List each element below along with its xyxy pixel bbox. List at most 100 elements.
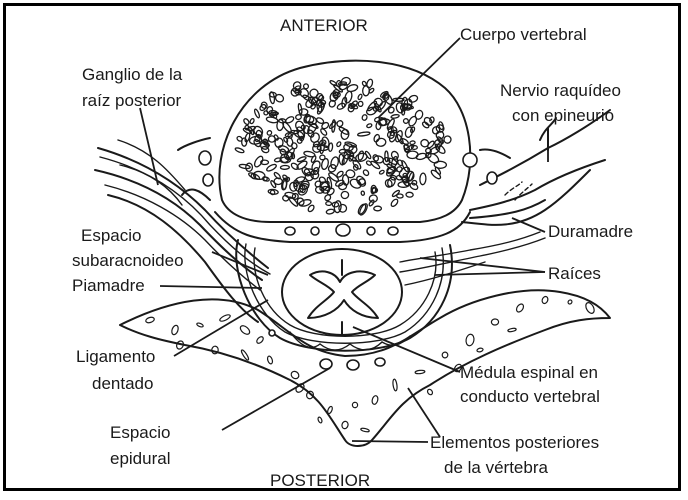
bone-pore xyxy=(374,206,382,211)
epidural-vessels-anterior xyxy=(285,224,398,236)
label-ganglio-line1: Ganglio de la xyxy=(82,65,183,84)
bone-pore xyxy=(282,180,287,189)
bone-pore xyxy=(317,417,322,424)
bone-pore xyxy=(267,356,274,365)
bone-pore xyxy=(390,198,399,208)
label-anterior: ANTERIOR xyxy=(280,16,368,35)
bone-pore xyxy=(326,202,332,206)
bone-pore xyxy=(382,93,389,101)
label-elementos-line2: de la vértebra xyxy=(444,458,548,477)
bone-pore xyxy=(371,395,379,405)
label-duramadre: Duramadre xyxy=(548,222,633,241)
bone-pore xyxy=(263,110,269,116)
bone-pore xyxy=(541,296,549,305)
bone-pore xyxy=(304,125,310,133)
bone-pore xyxy=(362,169,369,177)
bone-pore xyxy=(338,126,349,136)
bone-pore xyxy=(145,316,155,323)
bone-pore xyxy=(249,118,254,124)
bone-pore xyxy=(408,94,418,103)
bone-pore xyxy=(266,130,272,136)
bone-pore xyxy=(290,370,300,380)
bone-pore xyxy=(379,170,385,175)
bone-pore xyxy=(422,121,430,129)
bone-pore xyxy=(327,406,333,414)
bone-pore xyxy=(396,166,403,173)
bone-pore xyxy=(403,118,409,124)
bone-pore xyxy=(406,192,414,197)
bone-pore xyxy=(372,154,379,162)
bone-pore xyxy=(357,203,367,215)
bone-pore xyxy=(465,334,475,347)
bone-pore xyxy=(239,164,250,169)
bone-pore xyxy=(175,340,184,350)
bone-pore xyxy=(420,173,427,185)
right-spinal-nerve xyxy=(470,110,610,218)
bone-pore xyxy=(477,348,484,353)
bone-pore xyxy=(362,114,368,121)
label-raices: Raíces xyxy=(548,264,601,283)
bone-pore xyxy=(357,131,370,136)
label-medula-line2: conducto vertebral xyxy=(460,387,600,406)
bone-pore xyxy=(352,402,358,408)
bone-pore xyxy=(567,299,572,305)
bone-pore xyxy=(336,141,342,147)
bone-pore xyxy=(508,328,517,333)
bone-pore xyxy=(366,123,372,128)
bone-pore xyxy=(256,336,265,345)
bone-pore xyxy=(262,176,268,181)
bone-pore xyxy=(316,117,325,125)
label-ligamento-line1: Ligamento xyxy=(76,347,155,366)
bone-pore xyxy=(444,136,451,143)
bone-pore xyxy=(397,194,404,198)
bone-pore xyxy=(410,141,416,145)
bone-pore xyxy=(392,379,397,391)
bone-pore xyxy=(376,138,386,147)
bone-pore xyxy=(442,352,448,358)
label-espacio-sub-line2: subaracnoideo xyxy=(72,251,184,270)
label-epidural-line1: Espacio xyxy=(110,423,170,442)
label-posterior: POSTERIOR xyxy=(270,471,370,490)
bone-pore xyxy=(295,114,302,120)
right-pedicle-holes xyxy=(463,149,510,184)
bone-pore xyxy=(373,134,380,143)
bone-pore xyxy=(330,156,340,169)
bone-pore xyxy=(303,83,309,89)
bone-pore xyxy=(345,169,355,178)
bone-pore xyxy=(515,303,525,314)
bone-pore xyxy=(320,155,325,160)
bone-pore xyxy=(357,94,362,100)
bone-pore xyxy=(219,314,231,323)
bone-pore xyxy=(415,370,425,374)
bone-pore xyxy=(360,428,369,433)
label-piamadre: Piamadre xyxy=(72,276,145,295)
bone-pore xyxy=(366,79,374,89)
label-nervio-line1: Nervio raquídeo xyxy=(500,81,621,100)
bone-pore xyxy=(239,324,251,336)
bone-pore xyxy=(171,324,180,335)
bone-pore xyxy=(404,126,413,138)
bone-pore xyxy=(235,147,245,154)
spinal-cord xyxy=(282,249,402,335)
bone-pore xyxy=(409,182,419,191)
bone-pore xyxy=(407,115,418,127)
bone-pore xyxy=(280,165,289,169)
bone-pore xyxy=(361,191,365,196)
label-espacio-sub-line1: Espacio xyxy=(81,226,141,245)
label-ligamento-line2: dentado xyxy=(92,374,153,393)
bone-pore xyxy=(270,180,277,188)
label-epidural-line2: epidural xyxy=(110,449,171,468)
label-cuerpo-vertebral: Cuerpo vertebral xyxy=(460,25,587,44)
bone-pore xyxy=(364,151,371,160)
bone-pore xyxy=(407,151,418,159)
bone-pore xyxy=(341,421,349,430)
label-elementos-line1: Elementos posteriores xyxy=(430,433,599,452)
bone-pore xyxy=(406,171,414,181)
bone-pore xyxy=(253,155,265,168)
bone-pore xyxy=(254,109,261,119)
bone-pore xyxy=(357,151,364,161)
bone-pore xyxy=(358,101,363,107)
label-medula-line1: Médula espinal en xyxy=(460,363,598,382)
bone-pore xyxy=(320,128,328,136)
